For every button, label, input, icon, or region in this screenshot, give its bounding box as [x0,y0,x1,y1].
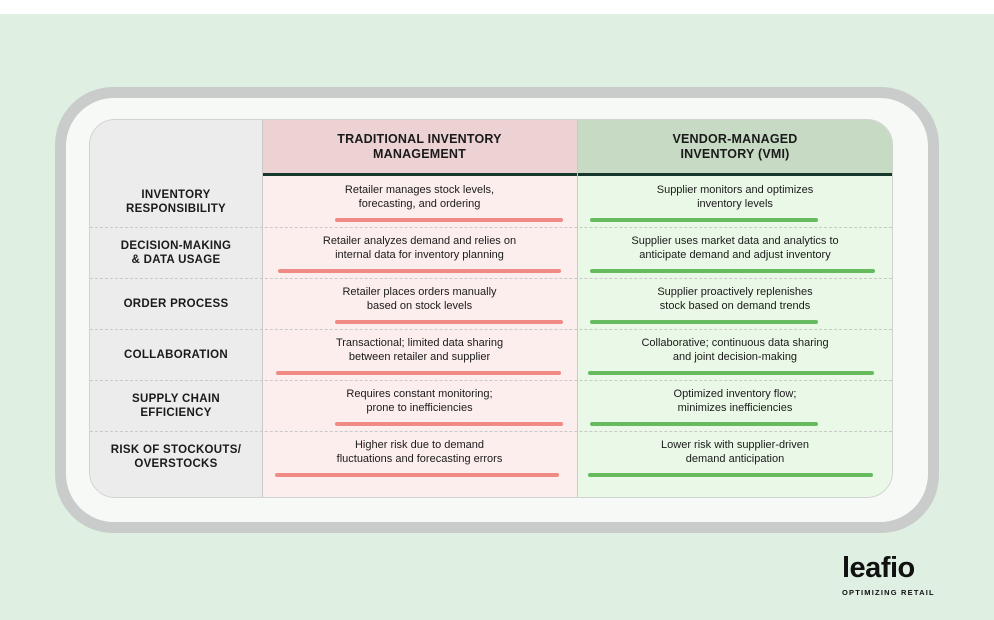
row-divider [90,278,892,279]
header-vmi: VENDOR-MANAGED INVENTORY (VMI) [578,120,892,173]
traditional-cell: Retailer manages stock levels, forecasti… [344,184,495,210]
vmi-cell: Collaborative; continuous data sharing a… [641,337,829,363]
row-label: SUPPLY CHAIN EFFICIENCY [132,392,220,419]
row-divider [90,329,892,330]
column-divider [577,120,578,497]
row-label: COLLABORATION [124,348,228,361]
vmi-cell: Supplier uses market data and analytics … [631,235,839,261]
row-divider [90,380,892,381]
comparison-table: TRADITIONAL INVENTORY MANAGEMENT VENDOR-… [89,119,893,498]
row-labels-column [90,176,262,497]
table-row: INVENTORY RESPONSIBILITY Retailer manage… [90,176,892,227]
row-label: ORDER PROCESS [123,297,229,310]
vmi-bar [590,422,818,426]
column-divider [262,120,263,497]
table-row: COLLABORATION Transactional; limited dat… [90,329,892,380]
logo-tagline: OPTIMIZING RETAIL [842,588,935,597]
table-row: RISK OF STOCKOUTS/ OVERSTOCKS Higher ris… [90,431,892,482]
row-divider [90,227,892,228]
vmi-bar [590,269,875,273]
vmi-column [578,176,892,497]
traditional-bar [335,218,563,222]
row-label: INVENTORY RESPONSIBILITY [125,188,227,215]
table-row: SUPPLY CHAIN EFFICIENCY Requires constan… [90,380,892,431]
traditional-cell: Retailer places orders manually based on… [342,286,497,312]
traditional-cell: Retailer analyzes demand and relies on i… [322,235,517,261]
traditional-bar [278,269,561,273]
traditional-bar [335,422,563,426]
logo-wordmark: leafio [842,552,915,584]
vmi-bar [590,218,818,222]
header-traditional-label: TRADITIONAL INVENTORY MANAGEMENT [337,131,502,161]
vmi-cell: Optimized inventory flow; minimizes inef… [673,388,797,414]
vmi-cell: Lower risk with supplier-driven demand a… [661,439,809,465]
vmi-bar [588,473,873,477]
vmi-bar [590,320,818,324]
vmi-cell: Supplier monitors and optimizes inventor… [656,184,814,210]
leafio-logo: leafio OPTIMIZING RETAIL [838,553,948,603]
traditional-column [262,176,577,497]
row-label: DECISION-MAKING & DATA USAGE [120,239,232,266]
traditional-cell: Transactional; limited data sharing betw… [335,337,504,363]
header-vmi-label: VENDOR-MANAGED INVENTORY (VMI) [672,131,798,161]
vmi-cell: Supplier proactively replenishes stock b… [657,286,813,312]
row-divider [90,431,892,432]
corner-cell [90,120,262,173]
header-traditional: TRADITIONAL INVENTORY MANAGEMENT [262,120,577,173]
table-row: ORDER PROCESS Retailer places orders man… [90,278,892,329]
traditional-cell: Requires constant monitoring; prone to i… [346,388,493,414]
table-row: DECISION-MAKING & DATA USAGE Retailer an… [90,227,892,278]
traditional-bar [335,320,563,324]
traditional-bar [276,371,561,375]
traditional-bar [275,473,559,477]
traditional-cell: Higher risk due to demand fluctuations a… [336,439,503,465]
row-label: RISK OF STOCKOUTS/ OVERSTOCKS [110,443,242,470]
vmi-bar [588,371,874,375]
